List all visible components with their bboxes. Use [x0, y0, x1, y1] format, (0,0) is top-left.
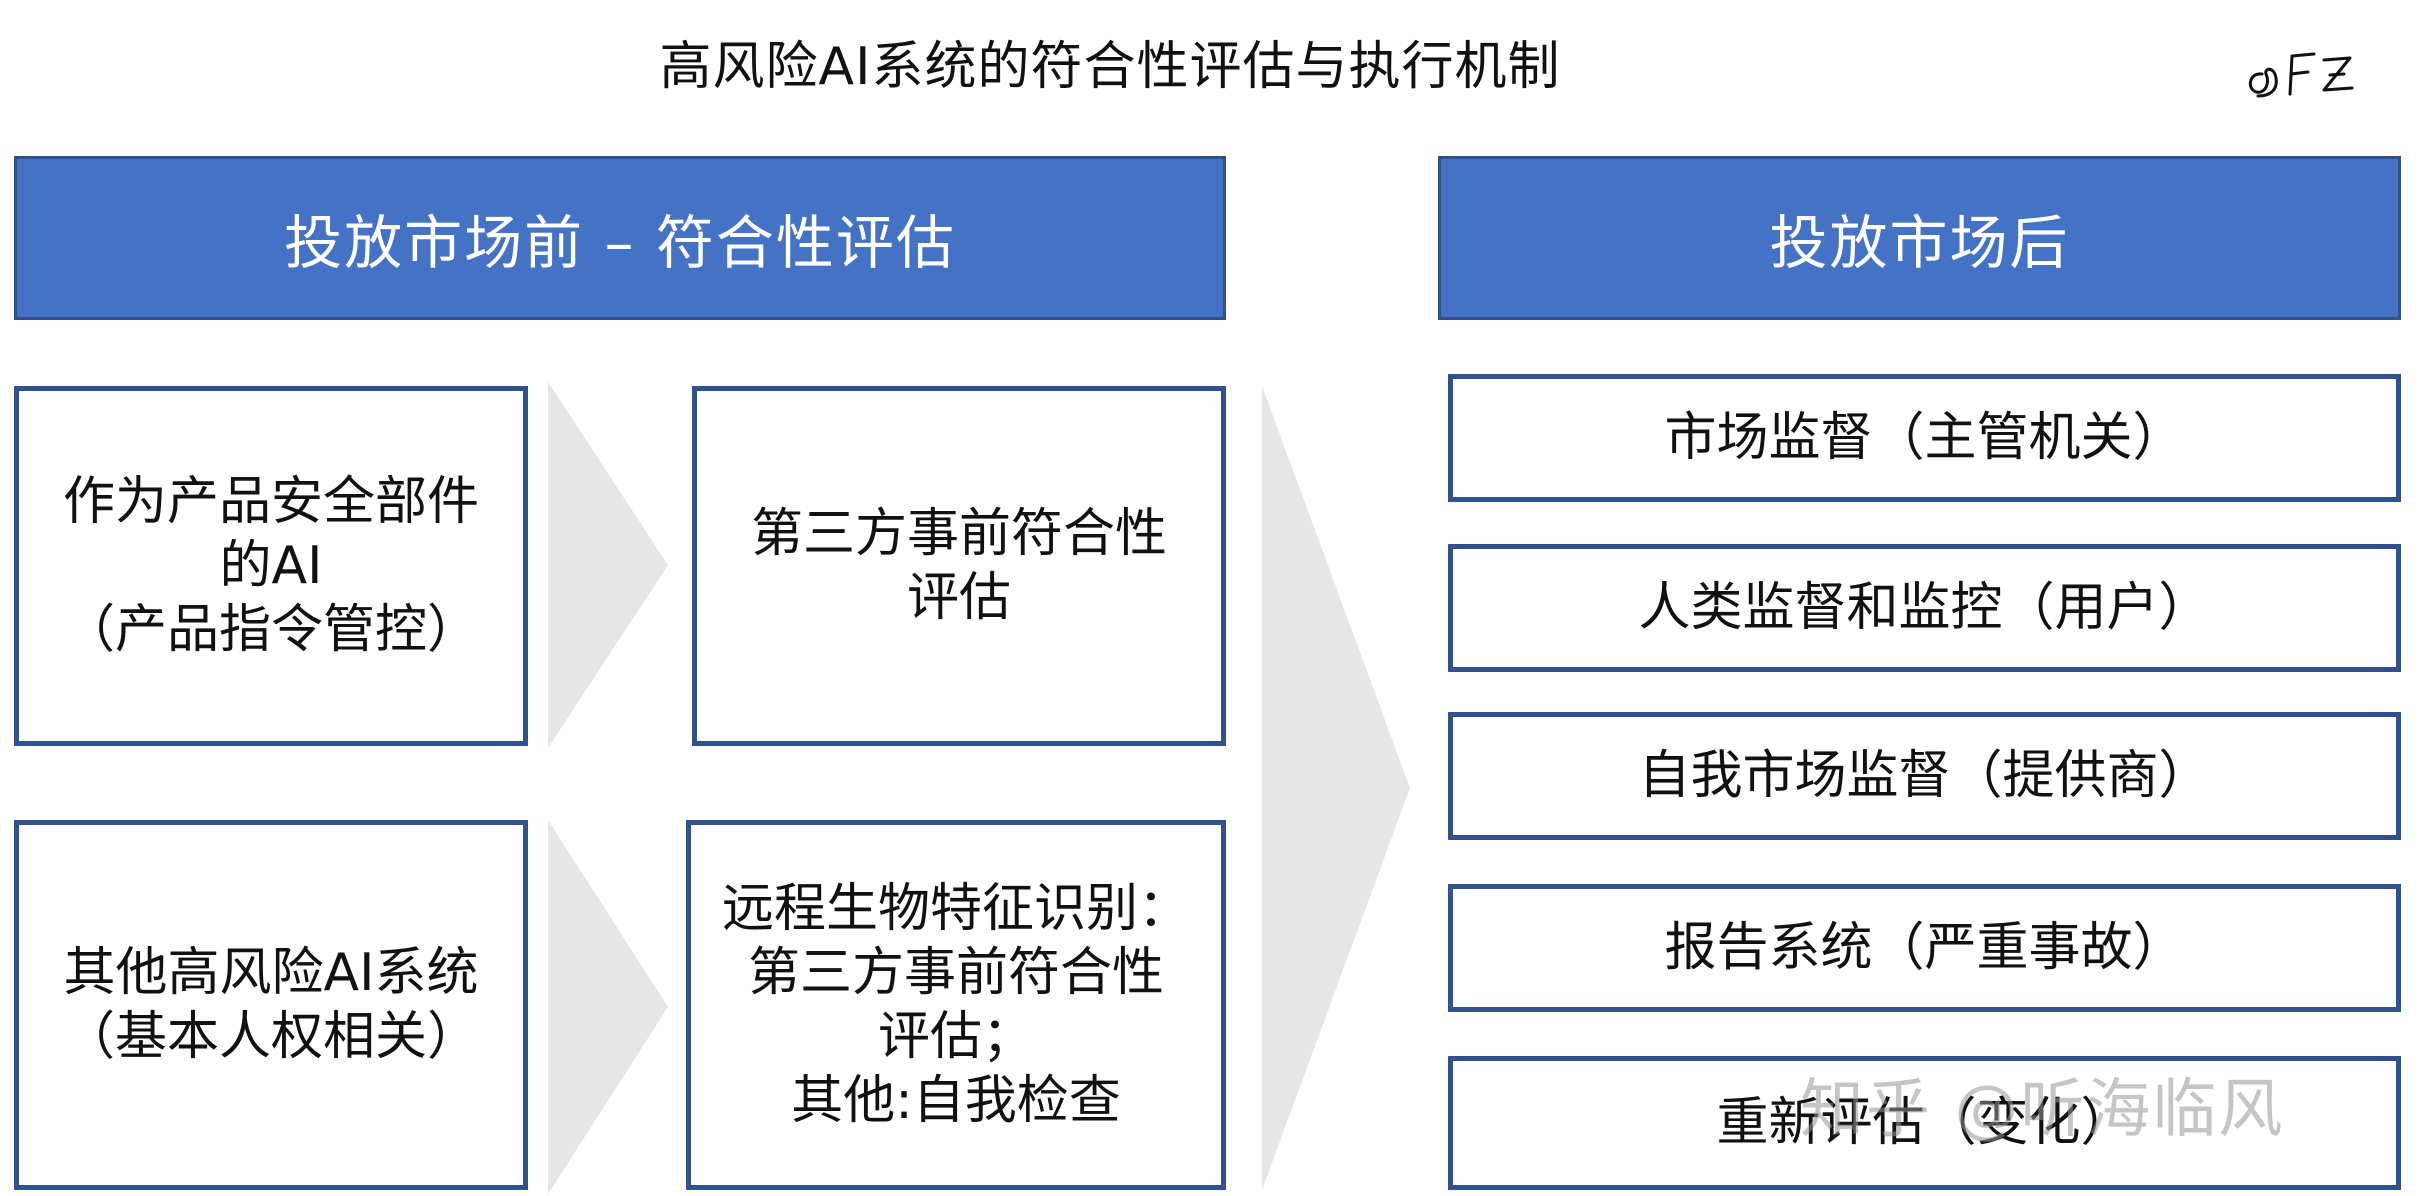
watermark: 知乎 @听海临风 [1800, 1073, 2285, 1147]
chevron-arrow-top [548, 382, 668, 748]
left-box-other-high-risk-ai: 其他高风险AI系统 （基本人权相关） [14, 820, 528, 1190]
page-title: 高风险AI系统的符合性评估与执行机制 [659, 37, 1561, 97]
author-signature [2248, 52, 2354, 98]
right-box-reporting-system: 报告系统（严重事故） [1448, 884, 2401, 1012]
right-box-market-surveillance: 市场监督（主管机关） [1448, 374, 2401, 502]
left-box-product-safety-ai: 作为产品安全部件 的AI （产品指令管控） [14, 386, 528, 746]
header-pre-market: 投放市场前 – 符合性评估 [14, 156, 1226, 320]
right-box-human-oversight: 人类监督和监控（用户） [1448, 544, 2401, 672]
right-box-self-surveillance: 自我市场监督（提供商） [1448, 712, 2401, 840]
middle-box-biometric-identification: 远程生物特征识别： 第三方事前符合性 评估； 其他:自我检查 [686, 820, 1226, 1190]
middle-box-third-party-assessment: 第三方事前符合性 评估 [692, 386, 1226, 746]
right-box-reassessment: 重新评估（变化） [1448, 1056, 2401, 1190]
chevron-arrow-large [1262, 386, 1410, 1190]
header-post-market: 投放市场后 [1438, 156, 2401, 320]
chevron-arrow-bottom [548, 820, 668, 1194]
